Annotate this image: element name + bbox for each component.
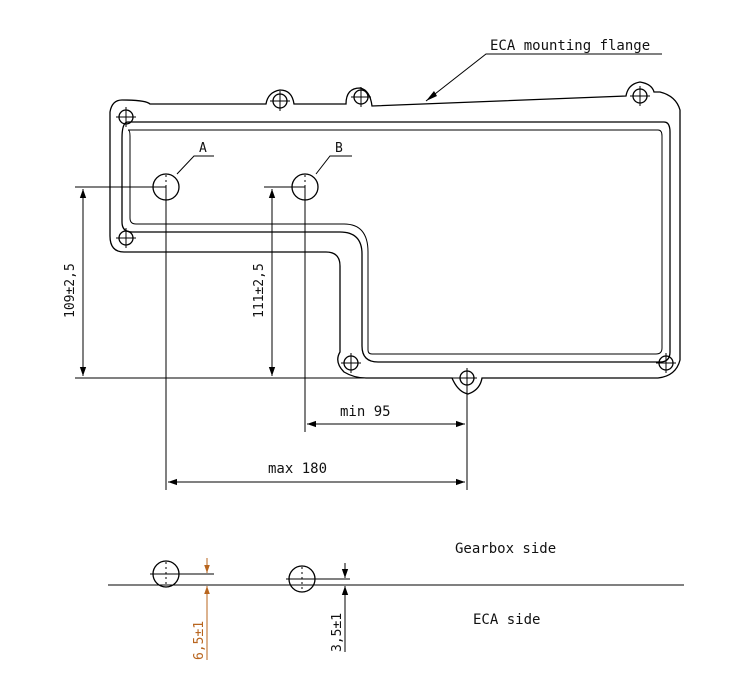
hole-leaders — [176, 155, 352, 175]
dim-max-label: max 180 — [268, 461, 327, 477]
dim-a-vertical-label: 109±2,5 — [63, 263, 78, 318]
bolt-hole-top-2 — [351, 87, 371, 107]
eca-side-label: ECA side — [473, 612, 540, 628]
bolt-hole-bottom-mid — [341, 353, 361, 373]
bolt-hole-top-right — [630, 86, 650, 106]
side-view — [108, 558, 684, 660]
side-hole-b — [286, 565, 350, 593]
flange-label: ECA mounting flange — [490, 38, 650, 54]
bolt-hole-bottom-right — [656, 353, 676, 373]
hole-b-label: B — [335, 141, 343, 156]
bolt-holes — [116, 86, 676, 388]
offset-b-label: 3,5±1 — [330, 613, 345, 652]
bolt-hole-top-left — [116, 107, 136, 127]
hole-a-label: A — [199, 141, 207, 156]
dim-min-label: min 95 — [340, 404, 391, 420]
gearbox-side-label: Gearbox side — [455, 541, 556, 557]
flange-leader — [425, 53, 662, 102]
dim-b-vertical-label: 111±2,5 — [252, 263, 267, 318]
flange-outline — [109, 81, 681, 395]
extension-lines — [75, 186, 468, 490]
bolt-hole-top-1 — [270, 91, 290, 111]
bolt-hole-left-mid — [116, 228, 136, 248]
offset-a-label: 6,5±1 — [192, 621, 207, 660]
side-hole-a — [150, 560, 214, 588]
